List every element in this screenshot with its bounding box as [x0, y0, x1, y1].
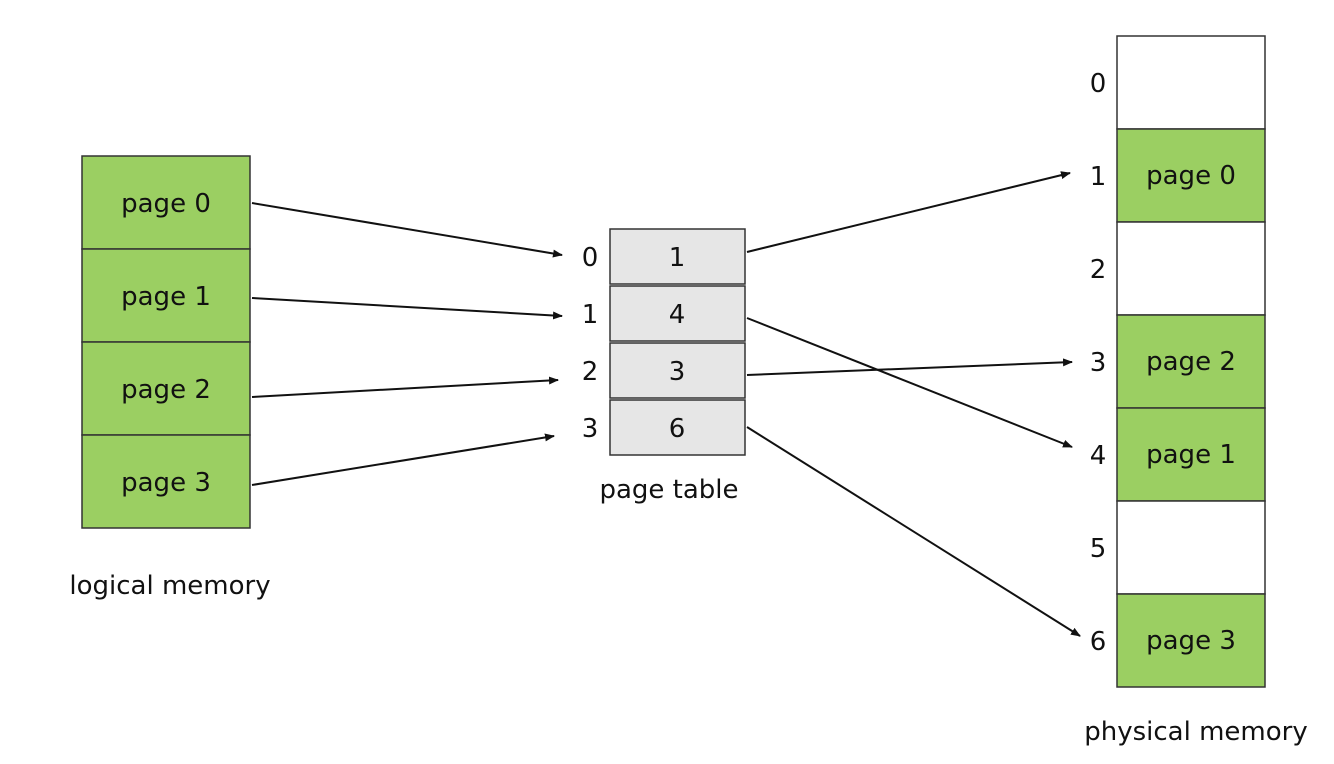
arrow-page-0-to-entry-0	[251, 202, 563, 258]
page-table-index-1: 1	[582, 300, 599, 330]
arrow-entry-2-to-frame-3	[746, 358, 1073, 376]
frame-number-2: 2	[1090, 255, 1107, 285]
frame-4-content: page 1	[1146, 440, 1236, 470]
arrow-page-2-to-entry-2	[251, 376, 559, 398]
logical-page-1-box	[81, 248, 251, 343]
logical-page-0-label: page 0	[121, 189, 211, 219]
page-table-cell-1	[609, 285, 746, 342]
logical-page-0-box	[81, 155, 251, 250]
frame-4-box	[1116, 407, 1266, 502]
frame-number-5: 5	[1090, 534, 1107, 564]
arrow-page-3-to-entry-3	[251, 433, 555, 486]
page-table-frame-1: 4	[669, 300, 686, 330]
page-table: 1 4 3 6 0 1 2 3 page table	[582, 228, 746, 505]
logical-page-1-label: page 1	[121, 282, 211, 312]
arrow-entry-0-to-frame-1	[746, 171, 1071, 253]
arrow-entry-1-to-frame-4	[746, 317, 1073, 448]
frame-1-content: page 0	[1146, 161, 1236, 191]
frame-3-content: page 2	[1146, 347, 1236, 377]
logical-page-2-box	[81, 341, 251, 436]
frame-6-box	[1116, 593, 1266, 688]
page-table-frame-0: 1	[669, 243, 686, 273]
logical-memory-caption: logical memory	[69, 571, 270, 601]
page-table-cell-0	[609, 228, 746, 285]
frame-3-box	[1116, 314, 1266, 409]
frame-6-content: page 3	[1146, 626, 1236, 656]
logical-page-3-box	[81, 434, 251, 529]
arrow-page-1-to-entry-1	[251, 297, 563, 320]
page-table-cell-3	[609, 399, 746, 456]
logical-memory: page 0 page 1 page 2 page 3 logical memo…	[69, 155, 271, 601]
page-table-index-0: 0	[582, 243, 599, 273]
frame-number-6: 6	[1090, 627, 1107, 657]
frame-2-box	[1116, 221, 1266, 316]
page-table-frame-2: 3	[669, 357, 686, 387]
logical-to-table-arrows	[251, 202, 563, 486]
physical-memory: page 0 page 2 page 1 page 3 0 1 2 3 4 5 …	[1084, 35, 1308, 747]
page-table-caption: page table	[599, 475, 738, 505]
frame-number-1: 1	[1090, 162, 1107, 192]
page-table-index-2: 2	[582, 357, 599, 387]
logical-page-2-label: page 2	[121, 375, 211, 405]
frame-number-0: 0	[1090, 69, 1107, 99]
physical-memory-caption: physical memory	[1084, 717, 1308, 747]
frame-number-3: 3	[1090, 348, 1107, 378]
page-table-index-3: 3	[582, 414, 599, 444]
arrow-entry-3-to-frame-6	[746, 426, 1081, 637]
frame-5-box	[1116, 500, 1266, 595]
logical-page-3-label: page 3	[121, 468, 211, 498]
table-to-physical-arrows	[746, 171, 1081, 637]
frame-number-4: 4	[1090, 441, 1107, 471]
page-table-frame-3: 6	[669, 414, 686, 444]
frame-0-box	[1116, 35, 1266, 130]
page-table-cell-2	[609, 342, 746, 399]
